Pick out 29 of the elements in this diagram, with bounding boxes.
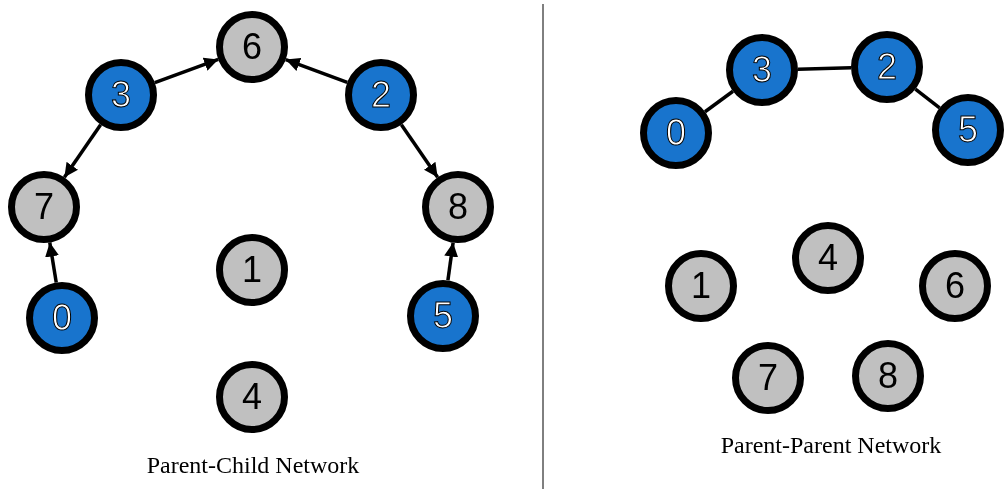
node-number: 1 [242,252,262,288]
node-number: 7 [34,189,54,225]
node-number: 3 [111,77,131,113]
connector-line [914,87,941,110]
arrow [399,123,440,179]
panel-caption: Parent-Parent Network [720,432,942,459]
node-number: 8 [448,189,468,225]
node-number: 4 [242,379,262,415]
node-number: 0 [52,300,72,336]
node-number: 5 [433,298,453,334]
node-number: 2 [371,77,391,113]
arrow [45,242,59,283]
arrow [444,242,459,281]
node-number: 2 [877,49,897,85]
node-number: 4 [818,240,838,276]
node-number: 6 [945,268,965,304]
node-number: 8 [878,358,898,394]
node-number: 3 [752,52,772,88]
panel-caption: Parent-Child Network [146,452,360,479]
arrow [285,57,348,85]
node-number: 5 [958,112,978,148]
node-number: 7 [758,360,778,396]
arrow [154,57,219,85]
connector-line [797,66,852,71]
node-number: 1 [691,268,711,304]
node-number: 6 [242,29,262,65]
node-number: 0 [666,115,686,151]
connector-line [704,89,734,114]
arrow [62,123,103,179]
